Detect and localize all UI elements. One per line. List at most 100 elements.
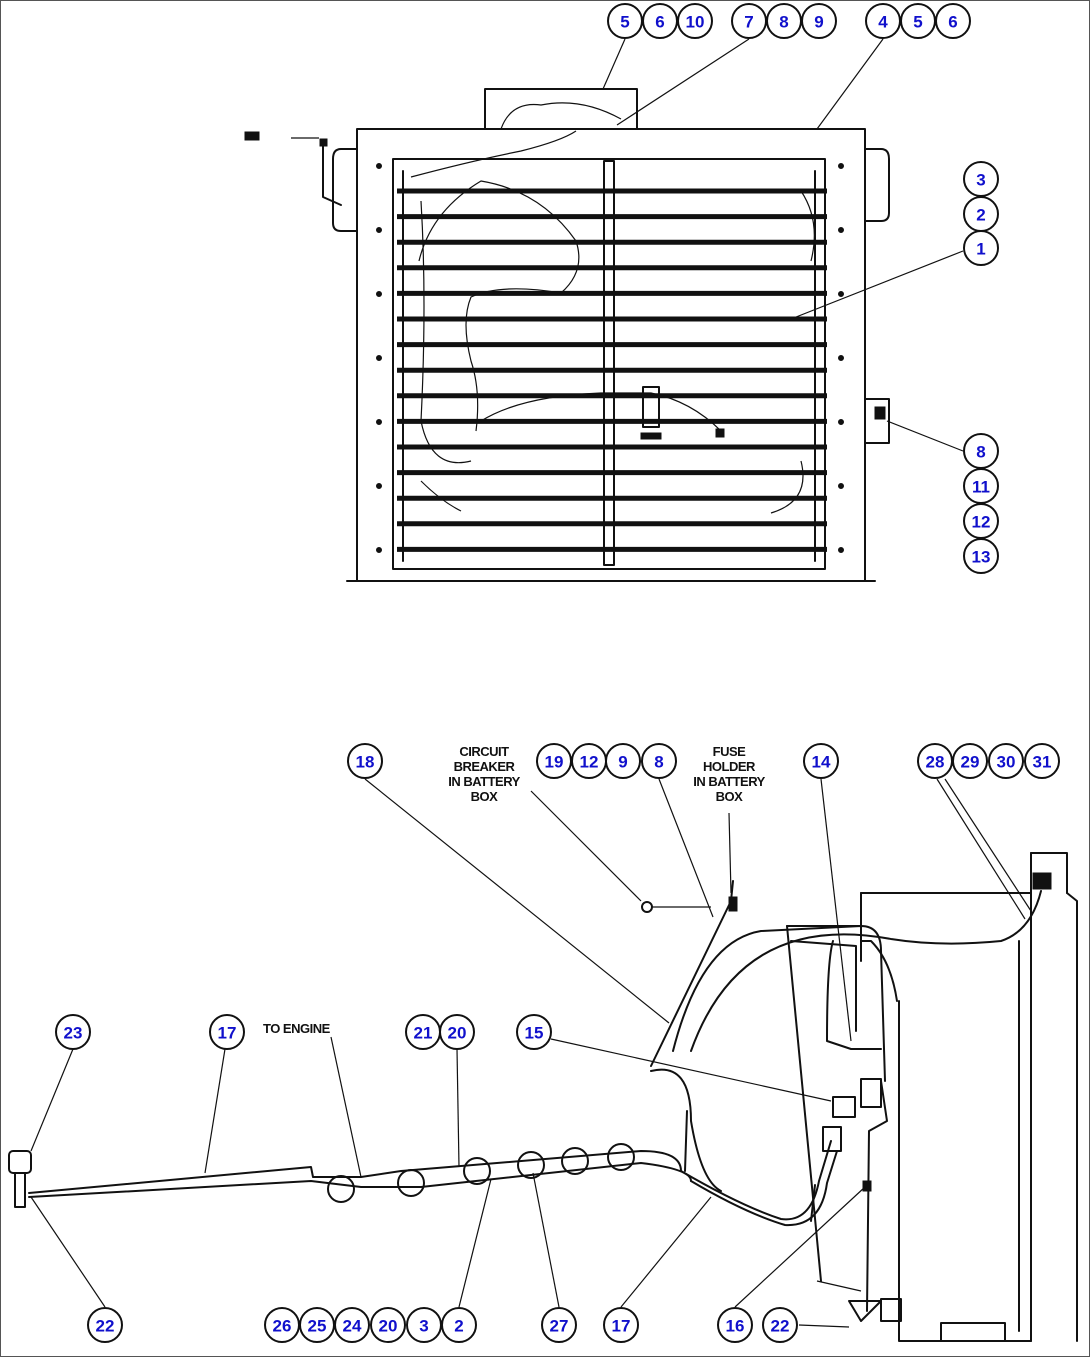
leader-20-top: [456, 1048, 460, 1168]
leader-28-b: [944, 778, 1032, 912]
svg-text:14: 14: [812, 753, 831, 772]
harness-clip: [607, 1143, 635, 1171]
relay-block-3: [822, 1126, 842, 1152]
svg-text:23: 23: [64, 1024, 83, 1043]
svg-text:22: 22: [96, 1317, 115, 1336]
frame-bolt: [376, 227, 382, 233]
frame-bolt: [376, 163, 382, 169]
callout-8-top: 8: [766, 3, 802, 39]
svg-text:12: 12: [972, 513, 991, 532]
svg-text:3: 3: [976, 171, 985, 190]
leader-7: [616, 38, 750, 126]
callout-22-right: 22: [762, 1307, 798, 1343]
lower-frame-curve: [860, 940, 898, 1002]
frame-bolt: [838, 163, 844, 169]
grille-harness-lower: [480, 392, 722, 432]
radiator-grille-assembly: [244, 88, 890, 582]
top-housing-wire: [500, 102, 622, 130]
callout-5-top: 5: [607, 3, 643, 39]
grille-harness-left: [420, 200, 472, 464]
label-fuse-holder-line4: BOX: [716, 789, 744, 804]
post-top: [1030, 852, 1068, 894]
svg-text:8: 8: [779, 13, 788, 32]
callout-25: 25: [299, 1307, 335, 1343]
ground-lead: [866, 1080, 888, 1312]
callout-8-bottom: 8: [641, 743, 677, 779]
grille-bars: [397, 188, 827, 552]
leader-18: [364, 778, 670, 1024]
leader-4: [816, 38, 884, 130]
callout-18: 18: [347, 743, 383, 779]
leader-22-left: [30, 1196, 106, 1308]
svg-text:6: 6: [655, 13, 664, 32]
callout-2-bottom: 2: [441, 1307, 477, 1343]
relay-block-2: [860, 1078, 882, 1108]
tank-inner: [790, 940, 857, 1032]
left-end-connector: [8, 1150, 32, 1174]
sensor-bracket: [642, 386, 660, 428]
leader-1: [790, 250, 964, 320]
svg-text:9: 9: [618, 753, 627, 772]
svg-text:31: 31: [1033, 753, 1052, 772]
harness-routing-view: CIRCUIT BREAKER IN BATTERY BOX FUSE HOLD…: [8, 744, 1078, 1342]
fuse-holder-part: [728, 896, 738, 912]
svg-text:8: 8: [976, 443, 985, 462]
harness-clip-16: [862, 1180, 872, 1192]
callout-14: 14: [803, 743, 839, 779]
frame-bolt: [838, 291, 844, 297]
leader-5-top: [602, 38, 626, 90]
callout-21: 21: [405, 1014, 441, 1050]
svg-text:5: 5: [913, 13, 922, 32]
ground-clip: [848, 1300, 882, 1322]
callout-12-bottom: 12: [571, 743, 607, 779]
callout-11: 11: [963, 468, 999, 504]
harness-clip: [463, 1157, 491, 1185]
right-connector-plug: [874, 406, 886, 420]
callout-5-right: 5: [900, 3, 936, 39]
callout-29: 29: [952, 743, 988, 779]
grille-corner-right: [770, 460, 804, 514]
svg-text:2: 2: [976, 206, 985, 225]
foot: [940, 1322, 1006, 1342]
callout-9-top: 9: [801, 3, 837, 39]
callout-4: 4: [865, 3, 901, 39]
label-circuit-breaker: CIRCUIT BREAKER IN BATTERY BOX: [448, 744, 521, 804]
fuse-feed: [650, 880, 734, 1067]
svg-text:27: 27: [550, 1317, 569, 1336]
left-end-stem: [14, 1172, 26, 1208]
svg-text:17: 17: [612, 1317, 631, 1336]
label-fuse-holder-line1: FUSE: [713, 744, 747, 759]
svg-text:6: 6: [948, 13, 957, 32]
svg-text:20: 20: [448, 1024, 467, 1043]
svg-text:10: 10: [686, 13, 705, 32]
svg-text:24: 24: [343, 1317, 362, 1336]
svg-text:3: 3: [419, 1317, 428, 1336]
label-circuit-breaker-line3: IN BATTERY: [448, 774, 520, 789]
leader-to-engine: [330, 1036, 362, 1178]
svg-text:20: 20: [379, 1317, 398, 1336]
frame-bolt: [376, 547, 382, 553]
svg-text:2: 2: [454, 1317, 463, 1336]
frame-bolt: [376, 355, 382, 361]
callout-24: 24: [334, 1307, 370, 1343]
frame-bolt: [838, 227, 844, 233]
svg-text:18: 18: [356, 753, 375, 772]
tank-side: [786, 925, 822, 1282]
main-harness-lower: [28, 1162, 692, 1198]
breaker-feed: [650, 1068, 722, 1192]
leader-16: [734, 1186, 866, 1308]
svg-text:17: 17: [218, 1024, 237, 1043]
svg-text:25: 25: [308, 1317, 327, 1336]
right-connector: [864, 398, 890, 444]
svg-text:5: 5: [620, 13, 629, 32]
sensor-end: [715, 428, 725, 438]
relay-block: [832, 1096, 856, 1118]
post-right: [1066, 892, 1078, 1342]
callout-16: 16: [717, 1307, 753, 1343]
frame-bolt: [838, 355, 844, 361]
left-handle: [332, 148, 358, 232]
svg-text:28: 28: [926, 753, 945, 772]
callout-27: 27: [541, 1307, 577, 1343]
callout-26: 26: [264, 1307, 300, 1343]
